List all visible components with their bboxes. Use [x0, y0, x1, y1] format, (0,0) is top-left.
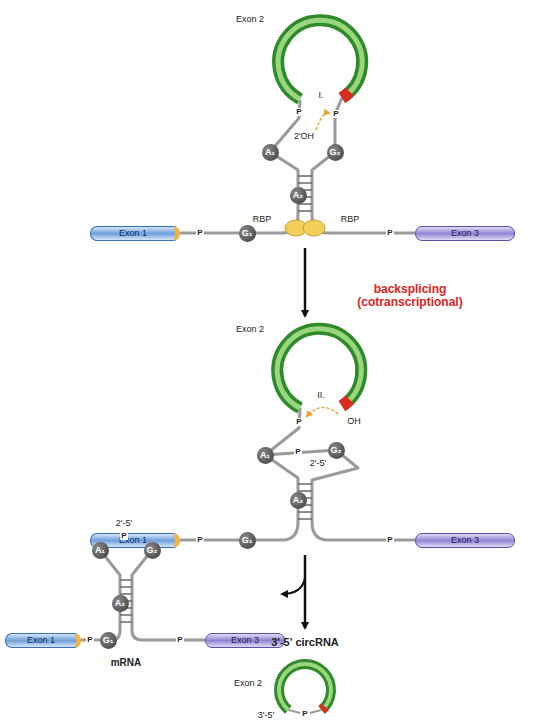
protein-label: RBP: [341, 215, 360, 225]
linkage-label: 2'-5': [310, 459, 326, 469]
hydroxyl-label: 2'OH: [294, 132, 314, 142]
exon2-arcs: [277, 20, 362, 713]
node-text: G₁: [242, 228, 253, 238]
node-text: A₂: [293, 190, 304, 200]
node-text: Exon 3: [451, 535, 479, 545]
hydroxyl-label: OH: [347, 417, 361, 427]
linkage-label: 3'-5': [258, 711, 274, 721]
nucleotide-circle: A₁: [262, 144, 279, 161]
phosphate-label: P: [196, 536, 203, 545]
node-text: Exon 1: [27, 635, 55, 645]
node-text: A₂: [293, 495, 304, 505]
nucleotide-circle: A₁: [92, 542, 109, 559]
product-label: 3'-5' circRNA: [271, 636, 339, 648]
node-text: G₂: [331, 445, 342, 455]
node-text: A₁: [95, 545, 105, 555]
nucleotide-circle: G₁: [239, 225, 256, 242]
phosphate-label: P: [176, 636, 183, 645]
exon-label: Exon 2: [236, 15, 264, 25]
rbp-proteins: [285, 220, 325, 236]
phosphate-label: P: [301, 710, 308, 719]
exon-box: Exon 3: [415, 226, 515, 241]
node-text: Exon 1: [119, 228, 147, 238]
nucleotide-circle: A₁: [257, 447, 274, 464]
phosphate-label: P: [294, 448, 301, 457]
nucleotide-circle: G₂: [327, 144, 344, 161]
node-text: Exon 3: [451, 228, 479, 238]
node-text: A₂: [115, 598, 126, 608]
nucleotide-circle: G₁: [239, 532, 256, 549]
exon-label: Exon 2: [234, 679, 262, 689]
node-text: A₁: [260, 450, 270, 460]
node-text: G₁: [242, 535, 253, 545]
phosphate-label: P: [332, 110, 339, 119]
exon-box: Exon 3: [415, 533, 515, 548]
nucleotide-circle: G₂: [328, 442, 345, 459]
process-label: backsplicing (cotranscriptional): [340, 283, 480, 309]
exon-label: Exon 2: [236, 325, 264, 335]
product-label: mRNA: [111, 657, 142, 668]
exon-box: Exon 1: [90, 226, 180, 241]
phosphate-label: P: [295, 108, 302, 117]
node-text: G₂: [330, 147, 341, 157]
phosphate-label: P: [295, 418, 302, 427]
nucleotide-circle: G₂: [144, 542, 161, 559]
rna-strands: [81, 98, 415, 640]
step-label: I.: [318, 91, 323, 101]
node-text: Exon 3: [231, 635, 259, 645]
step-label: II.: [317, 391, 325, 401]
node-text: G₁: [103, 635, 114, 645]
linkage-label: 2'-5': [116, 519, 132, 529]
phosphate-label: P: [86, 636, 93, 645]
process-arrows: [282, 248, 305, 628]
phosphate-label: P: [120, 532, 127, 541]
exon-box: Exon 1: [5, 633, 81, 648]
nucleotide-circle: A₂: [290, 187, 307, 204]
phosphate-label: P: [196, 229, 203, 238]
protein-label: RBP: [253, 215, 272, 225]
phosphate-label: P: [386, 536, 393, 545]
nucleotide-circle: G₁: [100, 632, 117, 649]
nucleotide-circle: A₂: [112, 595, 129, 612]
node-text: G₂: [147, 545, 158, 555]
node-text: A₁: [265, 147, 275, 157]
phosphate-label: P: [386, 229, 393, 238]
nucleotide-circle: A₂: [290, 492, 307, 509]
